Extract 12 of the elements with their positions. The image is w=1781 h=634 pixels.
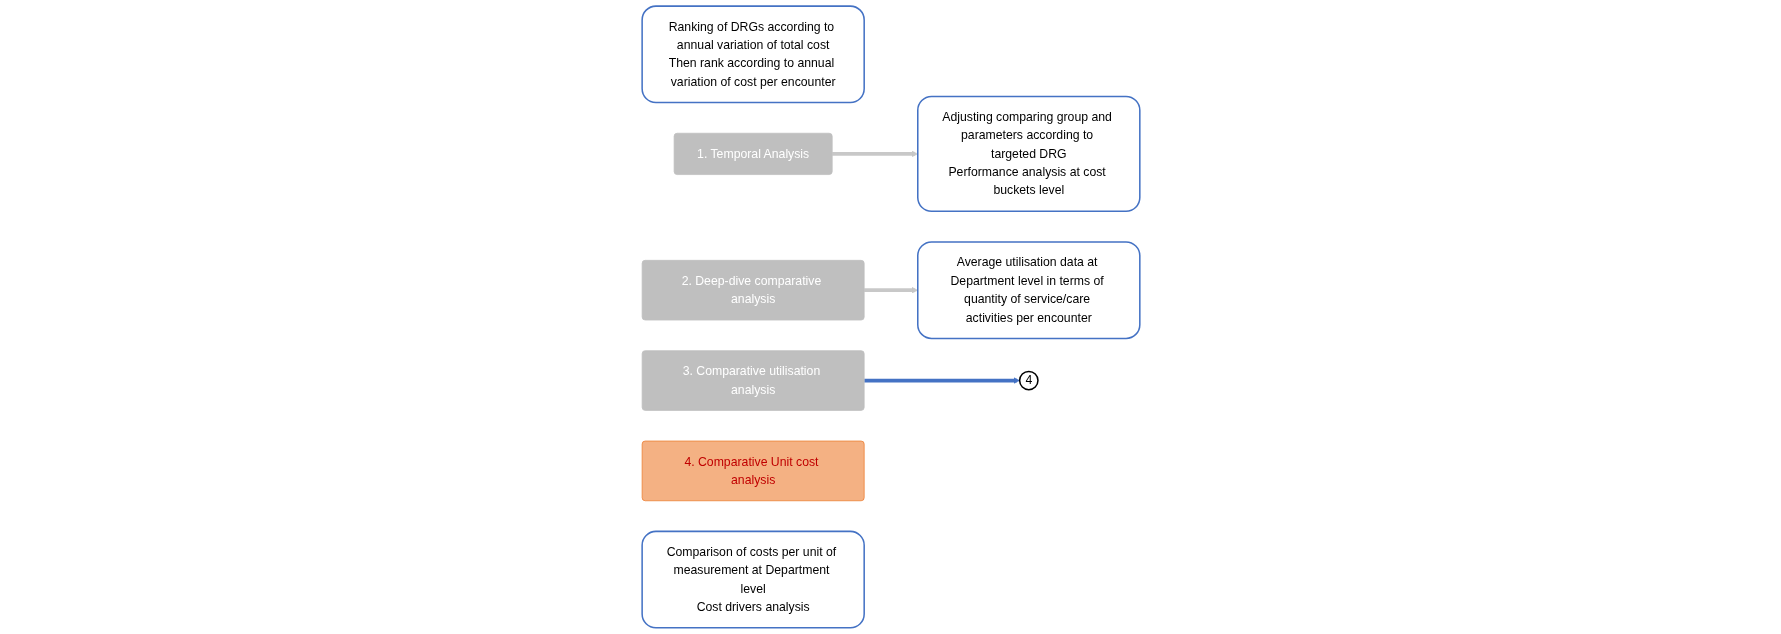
- node-box: 4. Comparative Unit cost analysis: [641, 440, 865, 502]
- node-box: Adjusting comparing group and parameters according to targeted DRG Performance analysis at cost buckets level: [916, 95, 1141, 213]
- arrow: [831, 150, 918, 158]
- node-box: 3. Comparative utilisation analysis: [641, 350, 865, 411]
- arrow: [863, 286, 918, 294]
- node-box: Average utilisation data at Department level in terms of quantity of service/care activities per encounter: [916, 241, 1141, 340]
- node-box: 1. Temporal Analysis: [673, 132, 833, 175]
- node-box: 2. Deep-dive comparative analysis: [641, 259, 865, 321]
- node-box: Comparison of costs per unit of measurement at Department level Cost drivers analysis: [640, 530, 865, 629]
- node-circle: 4: [1018, 370, 1039, 391]
- node-box: Ranking of DRGs according to annual variation of total cost Then rank according to annual variation of cost per encounter: [640, 5, 865, 104]
- arrow: [863, 377, 1020, 384]
